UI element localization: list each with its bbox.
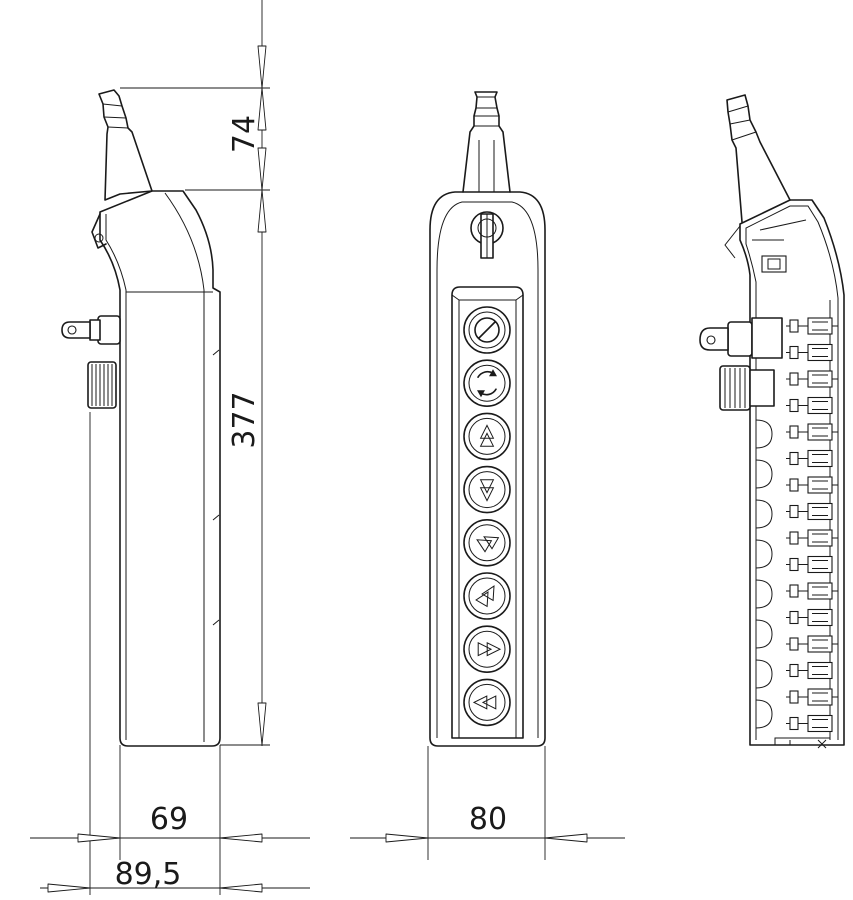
contact-block: [786, 317, 838, 335]
contact-block: [786, 635, 838, 653]
contact-block: [786, 608, 833, 627]
side-view-knob: [87, 361, 117, 409]
housing-rib: [755, 659, 773, 689]
button-emergency-stop[interactable]: [463, 306, 511, 354]
dimension-lines: [30, 0, 625, 895]
contact-block: [786, 582, 838, 600]
contact-block: [786, 502, 833, 521]
housing-ribs: [755, 419, 773, 729]
side-view: [61, 89, 221, 747]
section-view: [699, 94, 845, 749]
front-view-cable-gland: [462, 91, 511, 193]
contact-block: [786, 449, 833, 468]
section-view-cable-gland: [726, 94, 791, 223]
housing-rib: [755, 579, 773, 609]
emergency-stop-icon: [474, 317, 500, 343]
contact-block: [786, 476, 838, 494]
rotate-icon: [477, 369, 497, 398]
side-view-clip: [91, 213, 107, 249]
arrow-right-icon: [475, 585, 495, 608]
front-view-button-panel: [451, 286, 524, 739]
button-column: [463, 306, 511, 727]
housing-rib: [755, 459, 773, 489]
button-double-arrow-right[interactable]: [463, 625, 511, 674]
contact-block: [786, 661, 833, 680]
double-arrow-left-icon: [472, 695, 497, 710]
contact-block: [786, 688, 838, 706]
housing-rib: [755, 499, 773, 529]
dimension-69: 69: [150, 802, 188, 837]
arrow-up-icon: [479, 424, 495, 447]
arrow-left-icon: [476, 536, 500, 553]
contact-blocks: [786, 317, 838, 733]
front-view: [429, 91, 546, 747]
housing-rib: [755, 699, 773, 729]
button-arrow-down[interactable]: [463, 465, 511, 514]
section-view-key-switch: [699, 317, 783, 359]
side-view-key-switch: [61, 315, 121, 345]
dimension-89-5: 89,5: [115, 857, 182, 892]
button-arrow-left[interactable]: [463, 518, 511, 567]
contact-block: [786, 529, 838, 547]
section-view-body: [739, 199, 845, 746]
dimension-377: 377: [227, 391, 262, 448]
contact-block: [786, 714, 833, 733]
button-arrow-right[interactable]: [463, 572, 511, 620]
contact-block: [786, 343, 833, 362]
housing-rib: [755, 619, 773, 649]
contact-block: [786, 396, 833, 415]
arrow-down-icon: [479, 479, 495, 502]
section-view-knob: [719, 365, 775, 411]
front-view-key-lock: [470, 211, 504, 259]
front-view-body: [429, 191, 546, 747]
contact-block: [786, 555, 833, 574]
button-double-arrow-left[interactable]: [463, 678, 511, 727]
button-rotate[interactable]: [463, 359, 511, 408]
housing-rib: [755, 539, 773, 569]
housing-rib: [755, 419, 773, 449]
dimension-74: 74: [227, 115, 262, 153]
contact-block: [786, 370, 838, 388]
contact-block: [786, 423, 838, 441]
double-arrow-right-icon: [477, 641, 502, 657]
side-view-cable-gland: [98, 89, 153, 201]
dimension-80: 80: [469, 802, 507, 837]
button-arrow-up[interactable]: [463, 412, 511, 461]
